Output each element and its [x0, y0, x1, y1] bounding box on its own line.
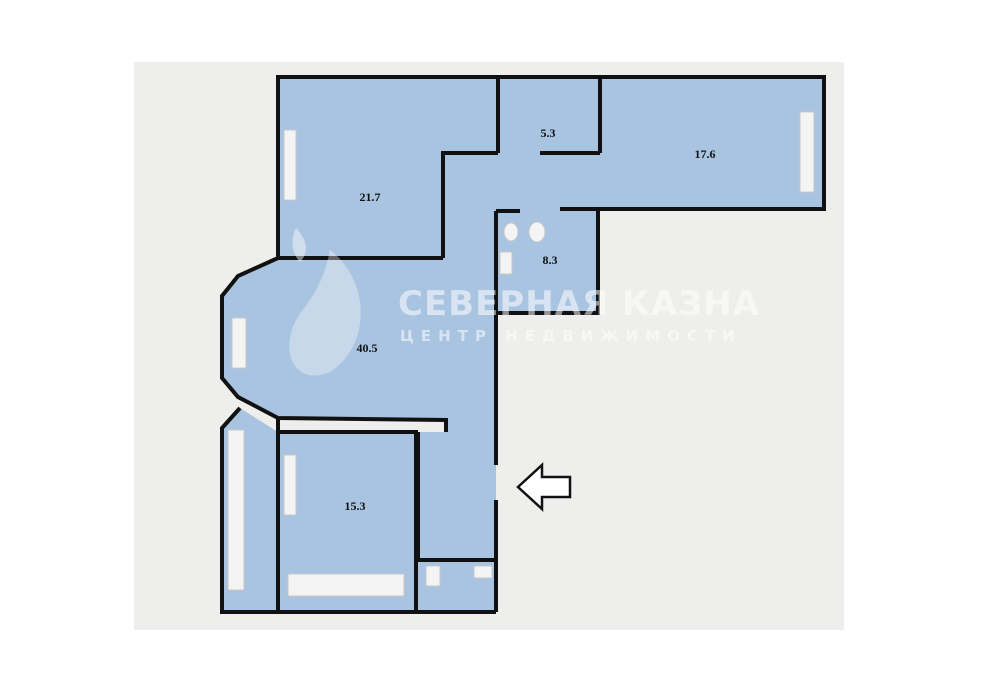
watermark-title: СЕВЕРНАЯ КАЗНА	[398, 284, 760, 324]
floor-room-5-3	[498, 79, 600, 153]
bath-fixture	[499, 251, 513, 275]
walls	[220, 75, 826, 614]
wall-corridor-top	[441, 151, 498, 258]
wall-bay	[220, 256, 448, 432]
floor-corridor	[443, 153, 603, 211]
wall-balcony	[220, 406, 280, 614]
sink	[503, 222, 519, 242]
window-balcony	[227, 429, 245, 591]
fixtures	[227, 111, 815, 597]
room-area-label: 17.6	[695, 147, 716, 161]
entrance-arrow-icon	[516, 462, 572, 512]
toilet	[528, 221, 546, 243]
wc-sink	[473, 565, 493, 579]
window-left-room-1	[283, 129, 297, 201]
room-area-label: 21.7	[360, 190, 381, 204]
room-area-label: 5.3	[541, 126, 556, 140]
room-area-label: 15.3	[345, 499, 366, 513]
window-right-room-3	[799, 111, 815, 193]
window-room-6	[283, 454, 297, 516]
watermark-subtitle: ЦЕНТР НЕДВИЖИМОСТИ	[400, 327, 742, 345]
room-area-label: 40.5	[357, 341, 378, 355]
kitchen-counter	[287, 573, 405, 597]
room-area-label: 8.3	[543, 253, 558, 267]
wall-top-left-room	[276, 75, 500, 258]
wc-fixture	[425, 565, 441, 587]
window-living	[231, 317, 247, 369]
flame-drop-logo	[289, 228, 361, 376]
wall-top-right	[496, 75, 826, 315]
